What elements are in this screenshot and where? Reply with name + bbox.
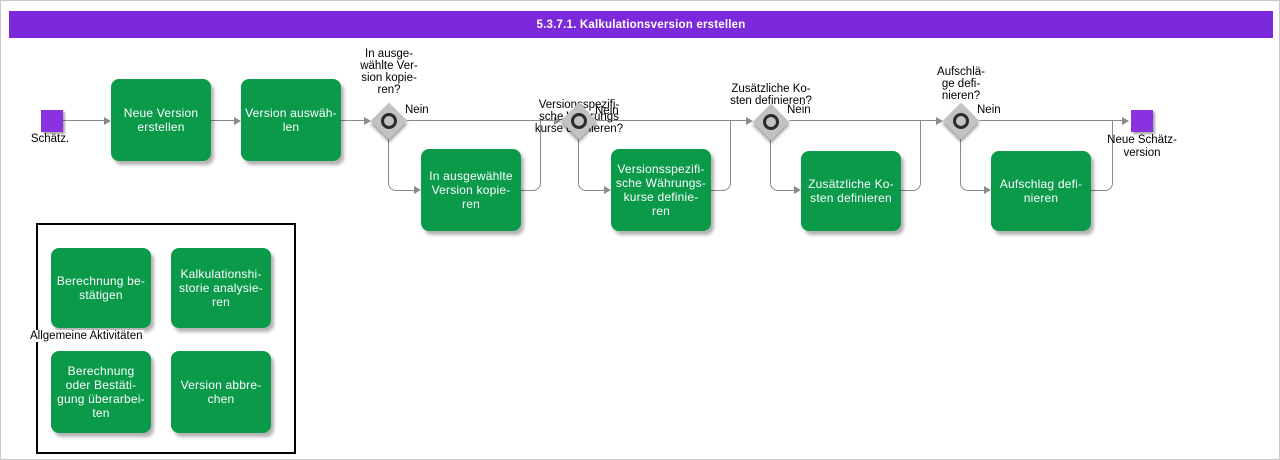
general-activities-label: Allgemeine Aktivitäten: [29, 330, 144, 342]
task-version-abbrechen[interactable]: Version abbre- chen: [171, 351, 271, 433]
task-in-ausgewaehlte-version-kopieren[interactable]: In ausgewählte Version kopie- ren: [421, 149, 521, 231]
task-kalkulationshistorie-analysieren[interactable]: Kalkulationshi- storie analysie- ren: [171, 248, 271, 328]
connector-line: [597, 120, 746, 121]
connector-line: [407, 120, 554, 121]
connector-corner: [770, 140, 794, 191]
decision-question: In ausge- wählte Ver- sion kopie- ren?: [360, 48, 418, 96]
connector-line: [1091, 190, 1101, 191]
task-berechnung-ueberarbeiten[interactable]: Berechnung oder Bestäti- gung überarbei-…: [51, 351, 151, 433]
connector-corner: [721, 120, 731, 191]
arrowhead-icon: [364, 117, 371, 125]
arrowhead-icon: [104, 117, 111, 125]
start-event-label: Schätz.: [30, 133, 70, 145]
task-waehrungskurse-definieren[interactable]: Versionsspezifi- sche Währungs- kurse de…: [611, 149, 711, 231]
arrowhead-icon: [414, 186, 421, 194]
connector-corner: [388, 139, 414, 191]
task-version-auswaehlen[interactable]: Version auswäh- len: [241, 79, 341, 161]
arrowhead-icon: [604, 186, 611, 194]
arrowhead-icon: [554, 117, 561, 125]
connector-line: [711, 190, 721, 191]
connector-line: [341, 120, 364, 121]
decision-question: Zusätzliche Ko- sten definieren?: [730, 83, 812, 107]
no-branch-label: Nein: [977, 104, 1001, 116]
gateway-circle-icon: [953, 113, 969, 129]
connector-corner: [960, 139, 984, 191]
end-event-label: Neue Schätz- version: [1107, 134, 1177, 159]
no-branch-label: Nein: [595, 105, 619, 117]
start-event[interactable]: [41, 110, 63, 132]
decision-question: Aufschlä- ge defi- nieren?: [937, 66, 985, 102]
arrowhead-icon: [794, 186, 801, 194]
gateway-circle-icon: [763, 114, 779, 130]
arrowhead-icon: [984, 186, 991, 194]
page-title: 5.3.7.1. Kalkulationsversion erstellen: [536, 18, 746, 31]
end-event[interactable]: [1131, 110, 1153, 132]
connector-corner: [911, 120, 921, 191]
arrowhead-icon: [746, 117, 753, 125]
connector-line: [979, 120, 1122, 121]
task-zusaetzliche-kosten-definieren[interactable]: Zusätzliche Ko- sten definieren: [801, 151, 901, 231]
task-neue-version-erstellen[interactable]: Neue Version erstellen: [111, 79, 211, 161]
task-aufschlag-definieren[interactable]: Aufschlag defi- nieren: [991, 151, 1091, 231]
arrowhead-icon: [1122, 117, 1129, 125]
gateway-circle-icon: [381, 113, 397, 129]
arrowhead-icon: [936, 117, 943, 125]
gateway-circle-icon: [571, 113, 587, 129]
connector-line: [521, 190, 531, 191]
connector-line: [901, 190, 911, 191]
connector-corner: [1101, 120, 1113, 191]
title-bar: 5.3.7.1. Kalkulationsversion erstellen: [9, 11, 1273, 38]
connector-line: [789, 120, 936, 121]
task-berechnung-bestaetigen[interactable]: Berechnung be- stätigen: [51, 248, 151, 328]
connector-corner: [578, 139, 604, 191]
arrowhead-icon: [234, 117, 241, 125]
connector-line: [211, 120, 234, 121]
connector-line: [63, 120, 104, 121]
no-branch-label: Nein: [787, 104, 811, 116]
no-branch-label: Nein: [405, 104, 429, 116]
